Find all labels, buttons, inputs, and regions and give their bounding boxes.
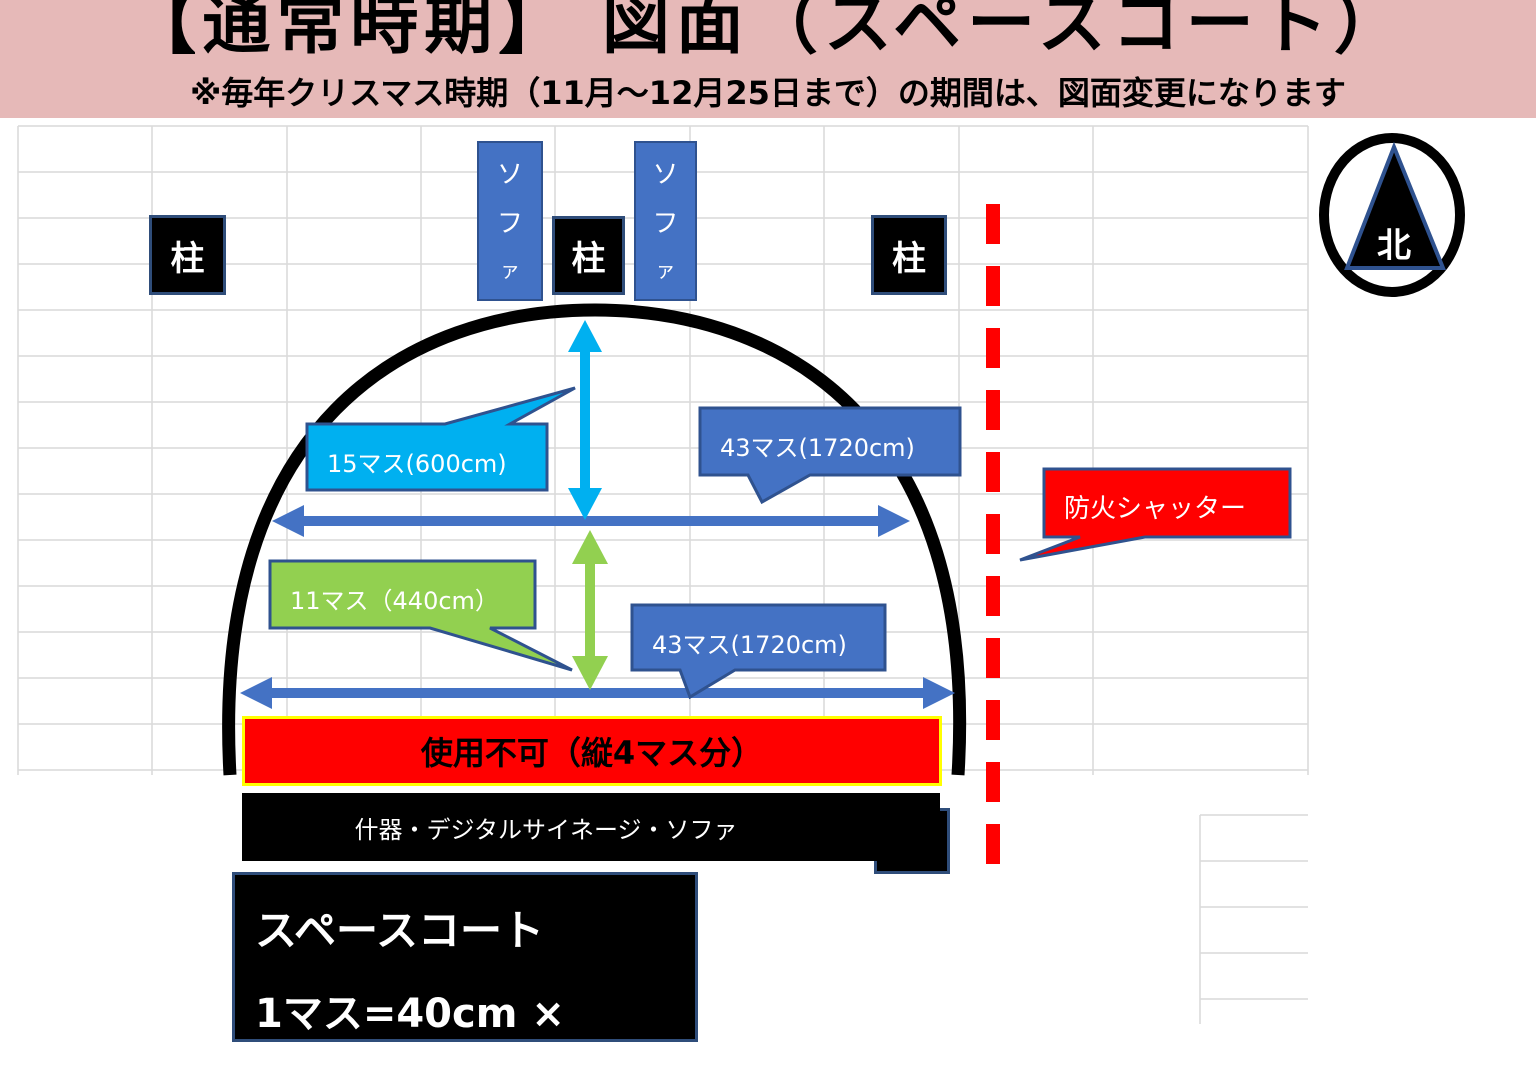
callout-width-lower-shape: [630, 603, 887, 700]
fixtures-bar: 什器・デジタルサイネージ・ソファ: [242, 793, 940, 861]
north-label: 北: [1377, 226, 1411, 266]
sofa-right-char: ァ: [655, 257, 676, 282]
legend-scale: 1マス=40cm × 40cm: [255, 991, 565, 1085]
pillar-right: 柱: [871, 215, 947, 295]
callout-depth-upper-text: 15マス(600cm): [327, 450, 507, 478]
sofa-right-char: フ: [652, 208, 679, 239]
sofa-right: ソ フ ァ: [634, 141, 697, 301]
callout-depth-upper-shape: [305, 386, 576, 492]
sofa-left-char: ソ: [496, 160, 523, 191]
callout-width-upper-shape: [698, 406, 962, 505]
callout-depth-lower-shape: [268, 559, 573, 672]
space-court-outline: [222, 303, 967, 776]
width-arrow-lower: [240, 677, 955, 709]
depth-arrow-lower: [572, 530, 608, 690]
sofa-left-char: ァ: [500, 257, 520, 282]
sofa-left: ソ フ ァ: [477, 141, 543, 301]
pillar-left: 柱: [149, 215, 226, 295]
sofa-right-char: ソ: [652, 160, 679, 191]
callout-depth-lower-text: 11マス（440cm）: [290, 587, 499, 615]
north-compass-icon: [1319, 133, 1465, 297]
legend-box: スペースコート 1マス=40cm × 40cm: [232, 872, 698, 1085]
callout-width-upper-text: 43マス(1720cm): [720, 434, 915, 462]
page-subtitle: ※毎年クリスマス時期（11月～12月25日まで）の期間は、図面変更になります: [190, 74, 1346, 112]
page-title: 【通常時期】 図面（スペースコート）: [128, 0, 1408, 64]
width-arrow-upper: [272, 505, 910, 537]
callout-fire-shutter-shape: [1019, 467, 1292, 562]
floor-plan-diagram: [17, 125, 1465, 1024]
header-band: 【通常時期】 図面（スペースコート） ※毎年クリスマス時期（11月～12月25日…: [0, 0, 1536, 118]
legend-title: スペースコート: [255, 906, 544, 955]
unusable-zone: 使用不可（縦4マス分）: [242, 716, 942, 786]
depth-arrow-upper: [568, 320, 602, 520]
pillar-center: 柱: [552, 216, 625, 295]
callout-fire-shutter-text: 防火シャッター: [1064, 494, 1247, 524]
sofa-left-char: フ: [496, 208, 523, 239]
callout-width-lower-text: 43マス(1720cm): [652, 631, 847, 659]
